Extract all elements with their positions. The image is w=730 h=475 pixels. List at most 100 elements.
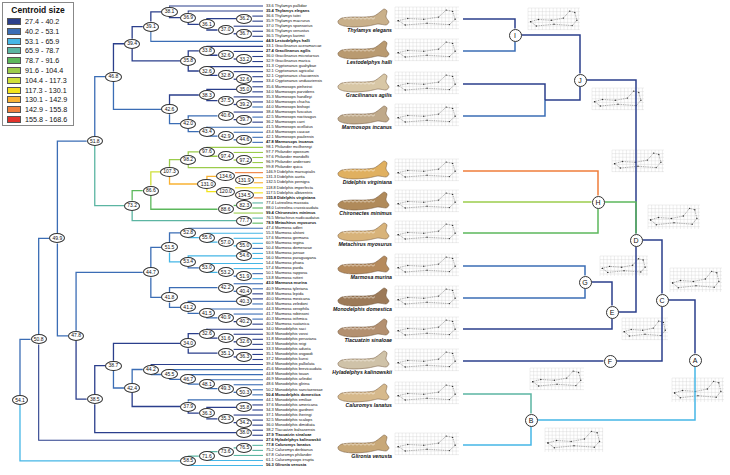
node-text: 134.5 xyxy=(238,193,251,198)
tip-label: 48.6 Monodelphis glirina xyxy=(266,382,309,387)
tip-branch xyxy=(252,258,263,259)
grid-line xyxy=(395,254,396,276)
tip-label: 37.2 Monodelphis kunsi xyxy=(266,357,308,362)
grid-line xyxy=(395,7,396,29)
legend-text: 53.1 - 65.9 xyxy=(25,37,59,46)
tree-branch xyxy=(170,302,181,307)
grid-line xyxy=(603,256,604,276)
node-text: 107.3 xyxy=(163,169,176,174)
tree-branch xyxy=(207,189,216,192)
node-value: 38.7 xyxy=(105,361,121,371)
grid-line xyxy=(549,8,550,30)
landmark-dot xyxy=(674,392,675,393)
grid-line xyxy=(452,159,453,181)
grid-line xyxy=(427,349,428,371)
legend-row: 27.4 - 40.2 xyxy=(7,17,73,26)
grid-line xyxy=(651,150,652,172)
grid-line xyxy=(456,286,457,308)
grid-line xyxy=(395,82,459,83)
tip-branch xyxy=(188,165,263,168)
tip-label: 32.9 Gracilinanus marica xyxy=(266,59,310,64)
grid-line xyxy=(528,22,580,23)
landmark-dot xyxy=(647,159,648,160)
grid-line xyxy=(405,349,406,371)
landmark-dot xyxy=(423,266,424,267)
grid-line xyxy=(643,318,644,340)
jaw-photo xyxy=(338,319,389,337)
jaw-outline xyxy=(338,74,389,92)
grid-line xyxy=(402,317,403,339)
tip-branch xyxy=(252,273,263,274)
grid-line xyxy=(405,104,406,126)
legend-row: 91.6 - 104.4 xyxy=(7,66,73,75)
node-text: 33.2 xyxy=(239,57,249,62)
tip-branch xyxy=(252,16,263,17)
grid-line xyxy=(612,171,664,172)
grid-line xyxy=(395,53,459,54)
grid-line xyxy=(395,338,459,339)
grid-line xyxy=(449,221,450,243)
grid-line xyxy=(395,39,396,61)
grid-line xyxy=(420,349,421,371)
tree-branch xyxy=(57,141,86,233)
legend-row: 65.9 - 78.7 xyxy=(7,46,73,55)
grid-line xyxy=(612,157,664,158)
species-name: Marmosops incanus xyxy=(342,124,392,130)
tip-branch xyxy=(252,218,263,219)
node-value: 42.6 xyxy=(161,104,177,114)
node-value: 36.3 xyxy=(199,408,215,418)
landmark-dot xyxy=(438,326,439,327)
landmark-outline xyxy=(624,321,665,336)
deformation-grid xyxy=(395,72,459,94)
tip-branch xyxy=(170,5,263,7)
node-text: G xyxy=(582,279,587,286)
landmark-dot xyxy=(398,330,399,331)
tip-branch xyxy=(252,61,263,62)
legend-swatch xyxy=(7,116,21,123)
tip-branch xyxy=(234,334,263,335)
grid-line xyxy=(452,433,453,455)
landmark-dot xyxy=(637,166,638,167)
grid-line xyxy=(395,317,396,339)
grid-line xyxy=(445,433,446,455)
landmark-dot xyxy=(407,50,408,51)
tree-branch xyxy=(151,172,160,186)
grid-line xyxy=(423,7,424,29)
tip-label: 53.8 Marmosa rutteri xyxy=(266,276,303,281)
tip-branch xyxy=(252,445,263,446)
tip-branch xyxy=(252,223,263,224)
node-text: 38.1 xyxy=(165,9,175,14)
grid-line xyxy=(395,261,459,262)
landmark-dot xyxy=(398,267,399,268)
node-text: 52.8 xyxy=(183,230,193,235)
grid-line xyxy=(405,72,406,94)
node-value: 131.0 xyxy=(197,179,216,189)
grid-line xyxy=(395,49,459,50)
grid-line xyxy=(409,159,410,181)
grid-line xyxy=(416,7,417,29)
node-text: 41.2 xyxy=(183,305,193,310)
grid-line xyxy=(629,318,630,340)
landmark-dot xyxy=(452,43,453,44)
deformation-grid xyxy=(395,7,459,29)
tree-branch xyxy=(113,44,124,72)
node-text: 55.0 xyxy=(239,243,249,248)
jaw-teeth xyxy=(343,201,375,203)
grid-line xyxy=(402,39,403,61)
grid-line xyxy=(438,382,439,404)
grid-line xyxy=(670,268,722,269)
grid-line xyxy=(427,7,428,29)
landmark-dot xyxy=(556,440,557,441)
grid-line xyxy=(416,39,417,61)
grid-line xyxy=(395,166,459,167)
node-text: 40.4 xyxy=(239,289,249,294)
node-value: 53.2 xyxy=(218,267,234,277)
node-text: 50.8 xyxy=(34,337,44,342)
node-text: 38.7 xyxy=(109,363,119,368)
tip-label: 40.9 Marmosa tyleriana xyxy=(266,287,308,292)
landmark-outline xyxy=(602,259,645,273)
tip-label: 98.1 Philander mcilhennyi xyxy=(266,145,312,150)
landmark-dot xyxy=(602,268,603,269)
node-value: 55.6 xyxy=(199,233,215,243)
grid-line xyxy=(413,317,414,339)
